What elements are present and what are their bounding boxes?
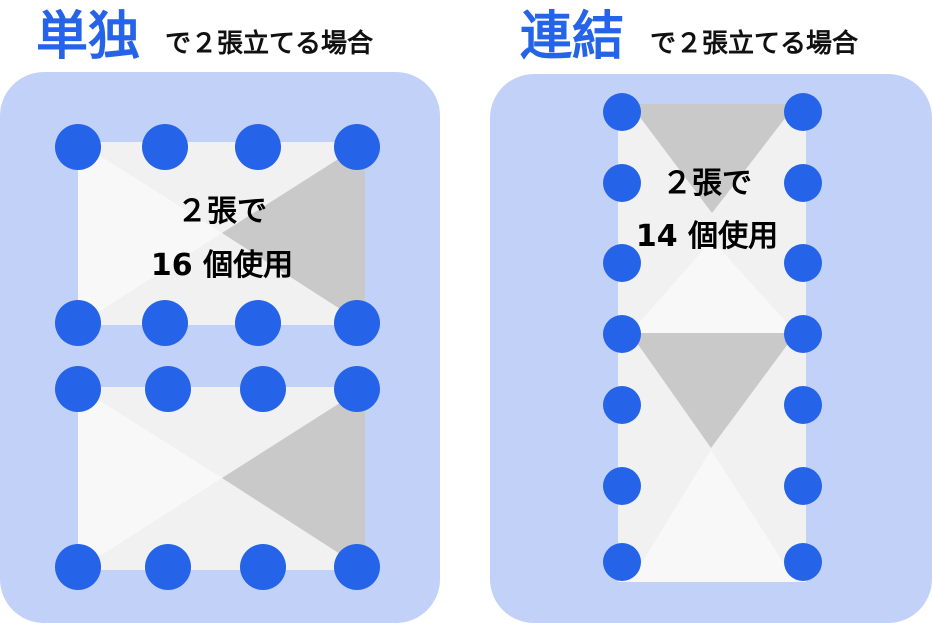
single-section: 単独 で２張立てる場合 ２張で 16 個使用 xyxy=(0,7,440,623)
peg-dot xyxy=(603,244,641,282)
connected-label-line2: 14 個使用 xyxy=(636,219,778,254)
peg-dot xyxy=(603,467,641,505)
peg-dot xyxy=(142,300,188,346)
peg-dot xyxy=(784,386,822,424)
peg-dot xyxy=(334,544,380,590)
peg-dot xyxy=(603,315,641,353)
connected-sheet-1 xyxy=(618,104,806,333)
connected-pegs xyxy=(603,93,822,581)
peg-dot xyxy=(240,366,286,412)
peg-dot xyxy=(334,366,380,412)
single-pegs xyxy=(55,124,380,590)
peg-dot xyxy=(142,124,188,170)
single-sheet-2 xyxy=(78,387,365,570)
sheet-top-facet xyxy=(630,333,796,448)
sheet-right-facet xyxy=(222,387,365,570)
peg-dot xyxy=(784,164,822,202)
single-title-main: 単独 xyxy=(36,7,140,67)
peg-dot xyxy=(603,543,641,581)
peg-dot xyxy=(55,544,101,590)
peg-dot xyxy=(145,544,191,590)
peg-dot xyxy=(55,300,101,346)
sheet-right-facet xyxy=(222,142,365,325)
connected-sheet-2 xyxy=(618,333,806,582)
connected-label-line1: ２張で xyxy=(662,166,752,201)
peg-dot xyxy=(235,300,281,346)
peg-dot xyxy=(334,124,380,170)
connected-title-sub: で２張立てる場合 xyxy=(650,28,859,59)
peg-dot xyxy=(603,386,641,424)
connected-section: 連結 で２張立てる場合 ２張で 14 個使用 xyxy=(490,7,932,623)
peg-dot xyxy=(240,544,286,590)
peg-dot xyxy=(235,124,281,170)
sheet-top-facet xyxy=(630,104,796,213)
peg-dot xyxy=(784,244,822,282)
single-title-sub: で２張立てる場合 xyxy=(165,28,374,59)
peg-dot xyxy=(603,164,641,202)
peg-dot xyxy=(603,93,641,131)
sheet-left-facet xyxy=(78,387,222,570)
peg-dot xyxy=(145,366,191,412)
peg-dot xyxy=(334,300,380,346)
peg-dot xyxy=(784,93,822,131)
peg-dot xyxy=(55,366,101,412)
peg-dot xyxy=(55,124,101,170)
single-label-line2: 16 個使用 xyxy=(151,248,293,283)
single-sheet-1 xyxy=(78,142,365,325)
sheet-left-facet xyxy=(78,142,222,325)
sheet-bottom-facet xyxy=(630,450,796,582)
single-label-line1: ２張で xyxy=(177,194,267,229)
peg-dot xyxy=(784,543,822,581)
connected-title-main: 連結 xyxy=(520,7,624,67)
peg-dot xyxy=(784,315,822,353)
sheet-bottom-facet xyxy=(630,240,796,333)
peg-dot xyxy=(784,467,822,505)
